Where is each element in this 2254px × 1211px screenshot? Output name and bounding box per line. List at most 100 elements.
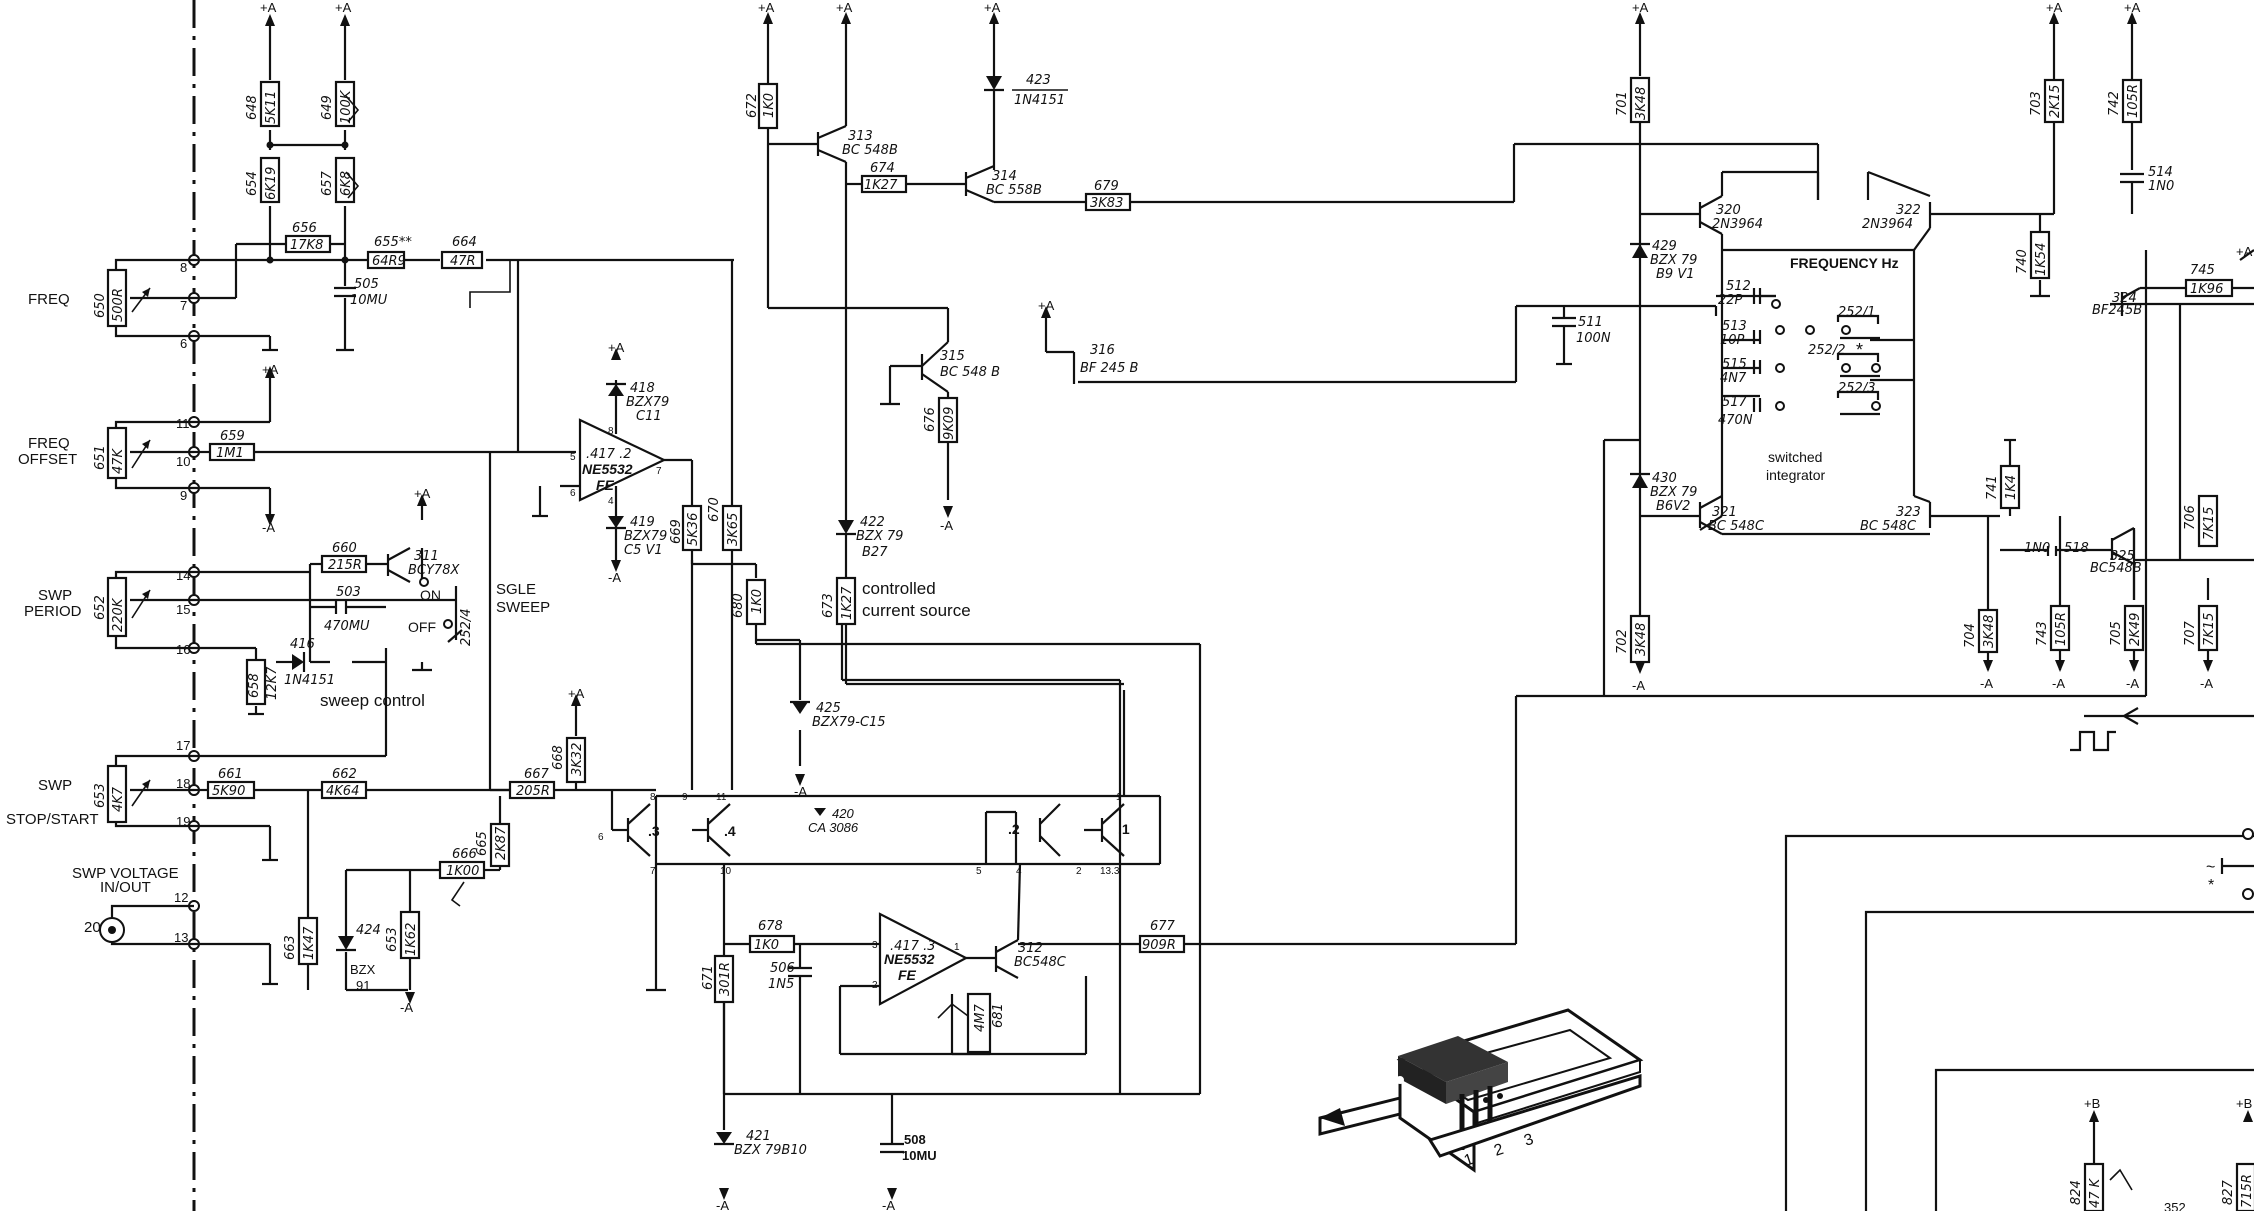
svg-text:-A: -A: [2200, 676, 2213, 691]
svg-text:+A: +A: [2236, 244, 2253, 259]
svg-text:508: 508: [904, 1132, 926, 1147]
svg-text:506: 506: [770, 961, 795, 976]
svg-text:663: 663: [283, 935, 298, 960]
svg-text:4N7: 4N7: [1720, 371, 1747, 386]
svg-text:100N: 100N: [1576, 331, 1611, 346]
svg-text:715R: 715R: [2240, 1174, 2254, 1208]
chip-mounting-illustration: 1 2 3: [1318, 1008, 1644, 1173]
svg-text:1M1: 1M1: [216, 446, 244, 461]
svg-text:2K15: 2K15: [2048, 85, 2063, 118]
label-switched: switched: [1768, 449, 1822, 465]
svg-text:655**: 655**: [374, 235, 412, 250]
svg-text:BZX 79: BZX 79: [856, 529, 903, 544]
opamp-out-wires: [690, 260, 1202, 1096]
svg-text:2: 2: [872, 980, 878, 991]
svg-text:BC548C: BC548C: [1014, 955, 1067, 970]
svg-text:1N0: 1N0: [2148, 179, 2174, 194]
svg-text:.3: .3: [648, 823, 660, 839]
svg-text:47 K: 47 K: [2088, 1177, 2103, 1208]
svg-text:680: 680: [731, 593, 746, 618]
svg-text:-A: -A: [1632, 678, 1645, 693]
svg-text:660: 660: [332, 541, 357, 556]
svg-text:3K48: 3K48: [1634, 87, 1649, 120]
svg-text:47R: 47R: [450, 254, 476, 269]
svg-text:518: 518: [2064, 541, 2089, 556]
svg-text:1: 1: [1116, 792, 1122, 803]
label-swp-voltage: SWP VOLTAGE: [72, 865, 179, 882]
svg-text:7: 7: [656, 466, 662, 477]
svg-text:~: ~: [2206, 859, 2215, 876]
zeners-429-430: 429 BZX 79 B9 V1 430 BZX 79 B6V2: [1630, 239, 1697, 514]
svg-text:+A: +A: [1632, 0, 1649, 15]
svg-text:1N0: 1N0: [2024, 541, 2050, 556]
svg-text:BC 548C: BC 548C: [1708, 519, 1765, 534]
svg-text:8: 8: [608, 426, 614, 437]
svg-text:+A: +A: [262, 362, 279, 377]
svg-text:678: 678: [758, 919, 783, 934]
transistor-311: 311 BCY78X: [386, 547, 460, 583]
r653-ref: 653: [93, 783, 108, 808]
svg-text:667: 667: [524, 767, 550, 782]
svg-text:-A: -A: [882, 1198, 895, 1211]
svg-text:3K48: 3K48: [1982, 615, 1997, 648]
svg-text:215R: 215R: [328, 558, 362, 573]
svg-text:701: 701: [1615, 91, 1630, 116]
svg-text:705: 705: [2109, 621, 2124, 646]
svg-text:664: 664: [452, 235, 477, 250]
svg-text:BZX79: BZX79: [626, 395, 669, 410]
label-frequency-hz: FREQUENCY Hz: [1790, 255, 1899, 271]
svg-text:+A: +A: [2124, 0, 2141, 15]
ic420-type: CA 3086: [808, 820, 859, 835]
svg-text:7K15: 7K15: [2202, 613, 2217, 646]
svg-text:252/1: 252/1: [1838, 305, 1875, 320]
label-sweep-control: sweep control: [320, 691, 425, 710]
svg-text:503: 503: [336, 585, 361, 600]
cap-bank: 512 22P 513 10P 515 4N7 517 470N 252/1 2…: [1718, 279, 1881, 428]
svg-text:+A: +A: [758, 0, 775, 15]
svg-text:.417 .3: .417 .3: [890, 939, 935, 954]
svg-text:+A: +A: [984, 0, 1001, 15]
svg-text:4: 4: [608, 496, 614, 507]
svg-text:5K90: 5K90: [212, 784, 245, 799]
svg-text:+A: +A: [836, 0, 853, 15]
svg-text:-A: -A: [400, 1000, 413, 1015]
svg-text:324: 324: [2112, 291, 2137, 306]
svg-text:679: 679: [1094, 179, 1119, 194]
cap-505: 505 10MU: [334, 277, 388, 308]
svg-text:6: 6: [598, 832, 604, 843]
svg-text:12: 12: [174, 890, 188, 905]
freq-network-wires: [194, 20, 734, 452]
svg-text:322: 322: [1896, 203, 1921, 218]
svg-text:2: 2: [1492, 1141, 1506, 1160]
svg-text:BZX 79: BZX 79: [1650, 485, 1697, 500]
svg-text:10P: 10P: [1720, 333, 1745, 348]
svg-text:1: 1: [954, 942, 960, 953]
svg-text:3K48: 3K48: [1634, 623, 1649, 656]
svg-text:BC548B: BC548B: [2090, 561, 2142, 576]
label-integrator: integrator: [1766, 467, 1825, 483]
svg-text:13: 13: [174, 930, 188, 945]
svg-text:.4: .4: [724, 823, 736, 839]
svg-text:9K09: 9K09: [942, 407, 957, 440]
svg-text:659: 659: [220, 429, 245, 444]
r650-ref: 650: [93, 293, 108, 318]
svg-text:9: 9: [682, 792, 688, 803]
svg-text:B9 V1: B9 V1: [1656, 267, 1695, 282]
svg-text:+A: +A: [335, 0, 352, 15]
svg-text:429: 429: [1652, 239, 1677, 254]
svg-text:NE5532: NE5532: [582, 461, 633, 477]
svg-text:671: 671: [701, 965, 716, 990]
svg-text:740: 740: [2015, 249, 2030, 274]
svg-text:+A: +A: [568, 686, 585, 701]
svg-text:4M7: 4M7: [973, 1004, 988, 1032]
label-swp-1: SWP: [38, 777, 72, 794]
svg-text:6: 6: [570, 488, 576, 499]
svg-text:+B: +B: [2084, 1096, 2100, 1111]
bottom-center-wires: -A 421 BZX 79B10 -A 508 10MU: [714, 1002, 937, 1211]
svg-text:703: 703: [2029, 91, 2044, 116]
svg-text:1K27: 1K27: [864, 178, 898, 193]
svg-text:5K11: 5K11: [264, 91, 279, 124]
svg-text:BF 245 B: BF 245 B: [1080, 361, 1138, 376]
svg-text:8: 8: [180, 260, 187, 275]
